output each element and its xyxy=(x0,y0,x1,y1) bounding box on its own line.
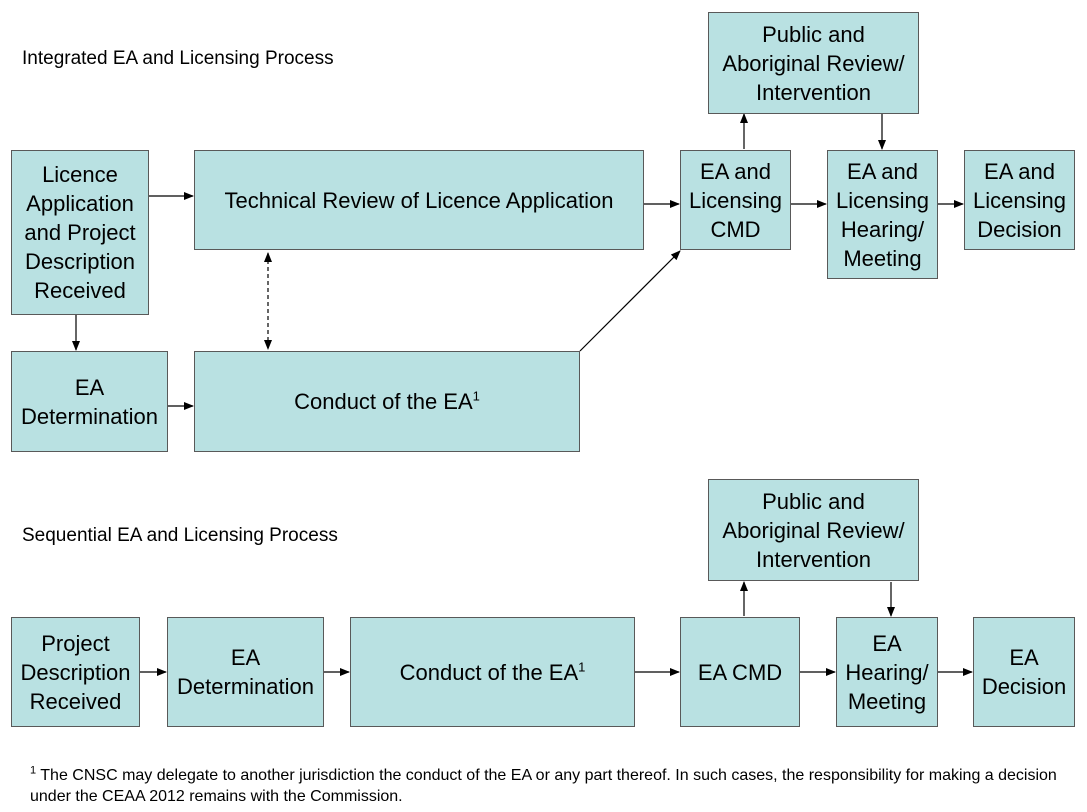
footnote: 1 The CNSC may delegate to another juris… xyxy=(30,765,1075,807)
box-ea-decision-label: EA Decision xyxy=(981,645,1067,699)
box-conduct-ea-seq: Conduct of the EA1 xyxy=(350,617,635,727)
box-conduct-ea-label: Conduct of the EA1 xyxy=(294,387,480,416)
box-ea-cmd-label: EA CMD xyxy=(697,659,783,685)
sequential-process-title: Sequential EA and Licensing Process xyxy=(22,525,338,546)
box-ea-hearing: EA Hearing/ Meeting xyxy=(836,617,938,727)
conduct-ea-seq-text: Conduct of the EA xyxy=(399,659,579,685)
integrated-process-title: Integrated EA and Licensing Process xyxy=(22,48,334,69)
box-technical-review: Technical Review of Licence Application xyxy=(194,150,644,250)
box-conduct-ea-seq-label: Conduct of the EA1 xyxy=(400,658,586,687)
box-public-review: Public and Aboriginal Review/ Interventi… xyxy=(708,12,919,114)
box-technical-review-label: Technical Review of Licence Application xyxy=(224,187,614,213)
box-ea-licensing-decision-label: EA and Licensing Decision xyxy=(973,158,1066,242)
box-conduct-ea: Conduct of the EA1 xyxy=(194,351,580,452)
box-project-description: Project Description Received xyxy=(11,617,140,727)
box-ea-licensing-decision: EA and Licensing Decision xyxy=(964,150,1075,250)
box-licence-application: Licence Application and Project Descript… xyxy=(11,150,149,315)
box-ea-cmd: EA CMD xyxy=(680,617,800,727)
footnote-marker: 1 xyxy=(472,388,480,404)
box-licence-application-label: Licence Application and Project Descript… xyxy=(24,162,136,303)
footnote-number: 1 xyxy=(30,764,37,777)
box-ea-determination-seq-label: EA Determination xyxy=(177,645,314,699)
box-ea-determination-label: EA Determination xyxy=(21,374,158,429)
box-public-review-seq: Public and Aboriginal Review/ Interventi… xyxy=(708,479,919,581)
box-ea-licensing-hearing-label: EA and Licensing Hearing/ Meeting xyxy=(836,158,929,271)
box-ea-licensing-hearing: EA and Licensing Hearing/ Meeting xyxy=(827,150,938,279)
box-ea-determination-seq: EA Determination xyxy=(167,617,324,727)
box-ea-decision: EA Decision xyxy=(973,617,1075,727)
conduct-ea-text: Conduct of the EA xyxy=(294,389,473,414)
arrow-conduct-to-cmd xyxy=(579,250,681,352)
box-public-review-label: Public and Aboriginal Review/ Interventi… xyxy=(722,21,905,105)
box-ea-determination: EA Determination xyxy=(11,351,168,452)
footnote-text: The CNSC may delegate to another jurisdi… xyxy=(30,767,1057,805)
box-public-review-seq-label: Public and Aboriginal Review/ Interventi… xyxy=(722,488,905,572)
box-project-description-label: Project Description Received xyxy=(20,630,131,714)
box-ea-hearing-label: EA Hearing/ Meeting xyxy=(845,630,929,714)
box-ea-licensing-cmd-label: EA and Licensing CMD xyxy=(689,158,782,242)
footnote-marker-seq: 1 xyxy=(578,659,586,675)
box-ea-licensing-cmd: EA and Licensing CMD xyxy=(680,150,791,250)
